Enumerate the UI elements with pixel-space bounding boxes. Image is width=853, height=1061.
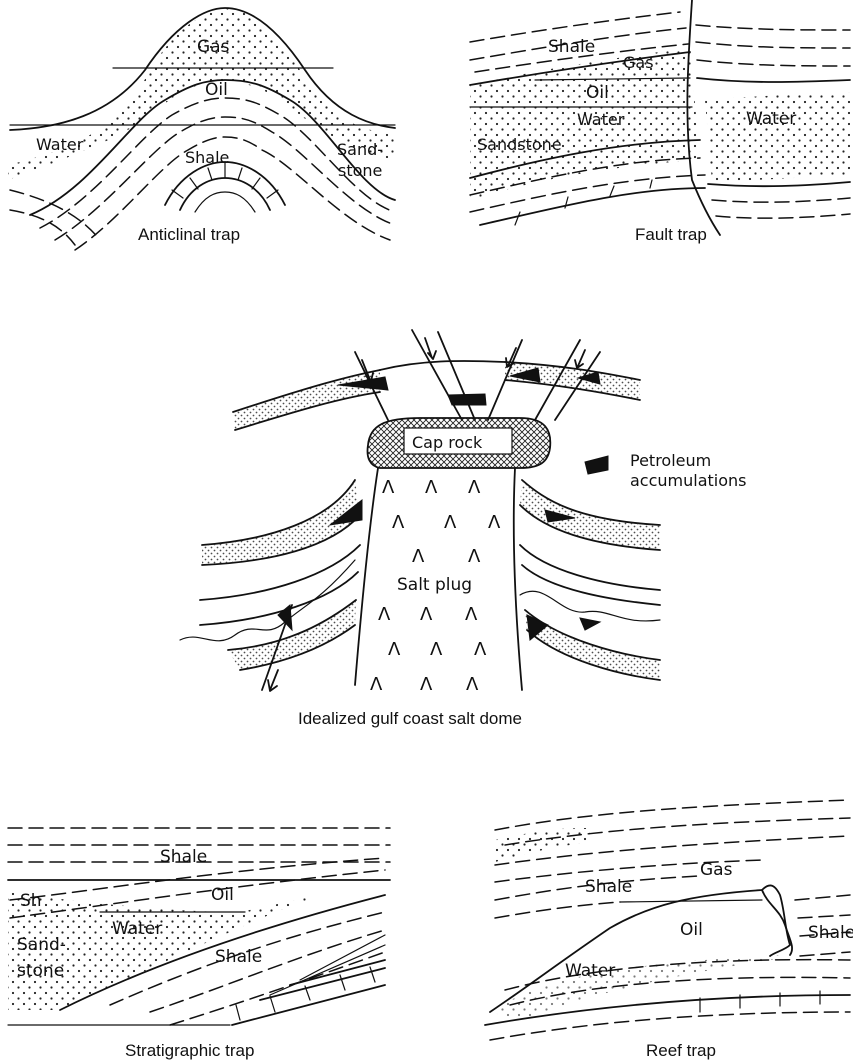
stratigraphic-trap-caption: Stratigraphic trap xyxy=(125,1041,254,1060)
reef-water-label: Water xyxy=(565,961,615,981)
svg-text:Λ: Λ xyxy=(466,674,479,695)
legend-petroleum-line1: Petroleum xyxy=(630,451,711,470)
salt-dome-panel: Cap rock Λ Λ Λ Λ xyxy=(180,330,747,728)
svg-text:Λ: Λ xyxy=(388,639,401,660)
svg-text:Λ: Λ xyxy=(412,546,425,567)
fault-oil-label: Oil xyxy=(586,83,609,103)
strat-shale-top-label: Shale xyxy=(160,847,207,867)
anticline-stone-label: stone xyxy=(338,161,382,180)
strat-oil-label: Oil xyxy=(211,885,234,905)
salt-plug-label: Salt plug xyxy=(397,575,472,595)
reef-gas-label: Gas xyxy=(700,860,733,880)
reef-trap-caption: Reef trap xyxy=(646,1041,716,1060)
anticline-water-label: Water xyxy=(36,135,84,154)
svg-text:Λ: Λ xyxy=(378,604,391,625)
fault-water-left-label: Water xyxy=(577,110,625,129)
anticline-oil-label: Oil xyxy=(205,80,228,100)
svg-text:Λ: Λ xyxy=(488,512,501,533)
anticlinal-trap-panel: Gas Oil Water Shale Sand- stone Anticlin… xyxy=(8,8,395,250)
salt-dome-caption: Idealized gulf coast salt dome xyxy=(298,709,522,728)
fault-gas-label: Gas xyxy=(623,53,654,72)
fault-trap-panel: Shale Gas Oil Water Water Sandstone Faul… xyxy=(470,0,850,244)
anticline-gas-label: Gas xyxy=(197,37,230,57)
svg-text:Λ: Λ xyxy=(420,674,433,695)
fault-trap-caption: Fault trap xyxy=(635,225,707,244)
reef-oil-label: Oil xyxy=(680,920,703,940)
fault-water-right-label: Water xyxy=(746,109,796,129)
svg-text:Λ: Λ xyxy=(420,604,433,625)
svg-text:Λ: Λ xyxy=(465,604,478,625)
svg-text:Λ: Λ xyxy=(468,546,481,567)
svg-text:Λ: Λ xyxy=(468,477,481,498)
stratigraphic-trap-panel: Shale Sh Oil Water Sand- stone Shale Str… xyxy=(8,828,390,1060)
strat-water-label: Water xyxy=(112,919,162,939)
cap-rock-label: Cap rock xyxy=(412,433,483,452)
anticline-sand-label: Sand- xyxy=(337,140,383,159)
svg-text:Λ: Λ xyxy=(474,639,487,660)
svg-text:Λ: Λ xyxy=(444,512,457,533)
strat-stone-label: stone xyxy=(17,961,64,981)
svg-text:Λ: Λ xyxy=(370,674,383,695)
anticlinal-trap-caption: Anticlinal trap xyxy=(138,225,240,244)
salt-plug-outline xyxy=(355,468,378,685)
strat-sand-label: Sand- xyxy=(17,935,66,955)
reef-trap-panel: Gas Shale Oil Water Shale Reef trap xyxy=(485,800,853,1060)
reef-shale-right-label: Shale xyxy=(808,923,853,943)
petroleum-legend-swatch xyxy=(585,456,608,474)
anticline-shale-label: Shale xyxy=(185,148,229,167)
legend-petroleum-line2: accumulations xyxy=(630,471,747,490)
reef-shale-left-label: Shale xyxy=(585,877,632,897)
fault-shale-label: Shale xyxy=(548,37,595,57)
svg-text:Λ: Λ xyxy=(392,512,405,533)
svg-text:Λ: Λ xyxy=(425,477,438,498)
strat-sh-label: Sh xyxy=(20,891,42,911)
svg-text:Λ: Λ xyxy=(382,477,395,498)
svg-text:Λ: Λ xyxy=(430,639,443,660)
fault-sandstone-label: Sandstone xyxy=(477,135,562,154)
strat-shale-lower-label: Shale xyxy=(215,947,262,967)
